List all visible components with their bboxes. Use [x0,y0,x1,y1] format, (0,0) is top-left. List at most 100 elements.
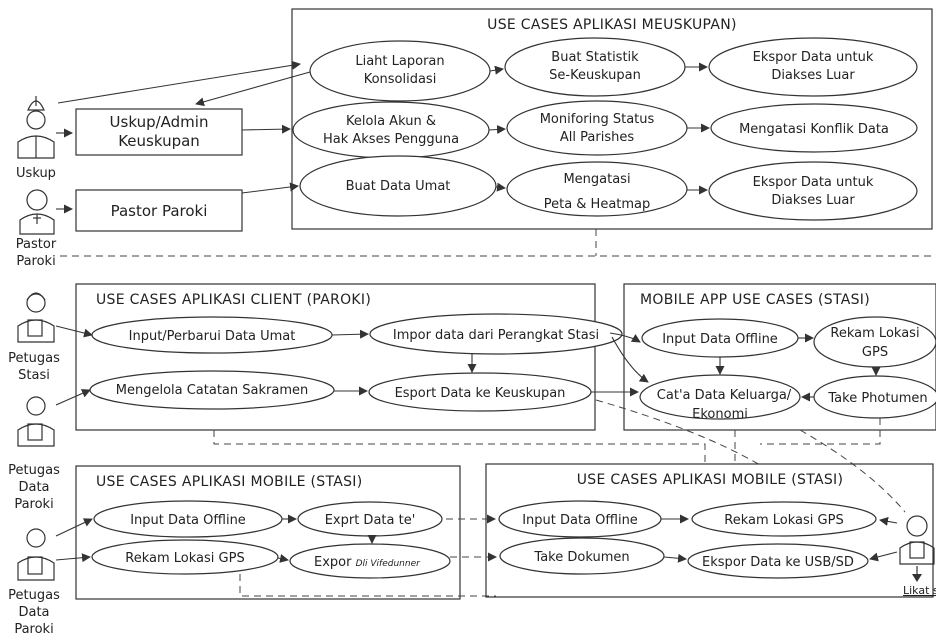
usecase-ekspor-data-luar-2-line1: Ekspor Data untuk [753,175,874,190]
role-box-uskup-admin[interactable] [75,108,243,156]
usecase-lihat-laporan-line1: Liaht Laporan [355,54,444,69]
usecase-mobile-input-offline-label: Input Data Offline [662,332,778,347]
usecase-left-expor[interactable] [289,543,451,579]
usecase-peta-heatmap-line2: Peta & Heatmap [544,197,651,212]
likat-sesi-actor-icon [899,515,935,582]
usecase-ekspor-data-luar-1-line2: Diakses Luar [771,68,855,83]
role-uskup-admin-line2: Keuskupan [118,132,200,150]
mobile-right-title: USE CASES APLIKASI MOBILE (STASI) [577,472,843,488]
actor-petugas-data-paroki-1-line1: Petugas [8,463,60,478]
usecase-peta-heatmap[interactable] [506,161,688,217]
usecase-ekspor-data-luar-1[interactable] [708,37,918,97]
usecase-left-input-offline-label: Input Data Offline [130,513,246,528]
arrow-pastor-to-buatumat [241,182,299,194]
arrow-left-gps-to-expor [277,554,289,563]
dashed-link-client-mobile [213,430,706,462]
role-box-pastor-paroki[interactable] [75,189,243,232]
arrow-paroki2-to-gps [55,553,91,563]
dashed-link-left-bottom [239,574,496,597]
usecase-ekspor-data-luar-2[interactable] [708,161,918,221]
actor-petugas-data-paroki-2-line2: Data [18,605,49,620]
usecase-take-photo-label: Take Photumen [827,391,927,406]
role-pastor-paroki-label: Pastor Paroki [111,202,208,220]
arrow-impor-to-catat [611,336,649,383]
arrow-impor-to-mobile [609,332,641,343]
usecase-buat-statistik[interactable] [504,37,686,97]
meuskupan-system-boundary [291,8,933,230]
actor-pastor-line2: Paroki [16,254,55,269]
usecase-kelola-akun[interactable] [292,101,490,159]
dashed-link-actor [799,429,906,513]
arrow-right-dokumen-to-usb [663,553,687,563]
arrow-lihat-to-admin [195,71,311,107]
usecase-lihat-laporan-line2: Konsolidasi [364,72,437,87]
actor-pastor-line1: Pastor [16,237,57,252]
mobile-left-system-boundary [75,465,461,600]
usecase-peta-heatmap-line1: Mengatasi [563,172,630,187]
usecase-right-ekspor-usb[interactable] [687,543,869,579]
usecase-catat-keluarga-line2: Ekonomi [692,407,748,422]
actor-petugas-data-paroki-2-line3: Paroki [14,622,53,637]
mobile-left-title: USE CASES APLIKASI MOBILE (STASI) [96,474,362,490]
usecase-esport-keuskupan-label: Esport Data ke Keuskupan [395,386,566,401]
role-uskup-admin-line1: Uskup/Admin [110,113,209,131]
usecase-mengatasi-konflik[interactable] [710,103,918,153]
arrow-buatumat-to-peta [495,182,506,192]
actor-petugas-data-paroki-2-line1: Petugas [8,588,60,603]
arrow-actor-to-right-usb [869,551,898,562]
usecase-left-rekam-gps-label: Rekam Lokasi GPS [125,551,244,566]
pastor-icon [19,189,55,235]
usecase-lihat-laporan[interactable] [309,40,491,102]
usecase-right-ekspor-usb-label: Ekspor Data ke USB/SD [702,555,854,570]
petugas-stasi-icon [17,292,55,343]
arrow-admin-to-kelola [241,124,291,134]
usecase-monitoring-status[interactable] [506,100,688,156]
usecase-monitoring-status-line1: Moniforing Status [540,112,655,127]
usecase-input-perbarui-umat-label: Input/Perbarui Data Umat [129,329,296,344]
usecase-left-expor-label: Expor Dli Vifedunner [314,555,421,570]
usecase-ekspor-data-luar-2-line2: Diakses Luar [771,193,855,208]
actor-petugas-data-paroki-1-line3: Paroki [14,497,53,512]
usecase-right-take-dokumen-label: Take Dokumen [533,550,629,565]
usecase-impor-data[interactable] [369,313,623,355]
arrow-paroki-to-sakramen [55,389,91,406]
usecase-left-exprt-data-label: Exprt Data te' [325,513,416,528]
usecase-catat-keluarga-line1: Cat'a Data Keluarga/ [657,388,792,403]
usecase-buat-statistik-line2: Se-Keuskupan [549,68,641,83]
usecase-ekspor-data-luar-1-line1: Ekspor Data untuk [753,50,874,65]
usecase-buat-data-umat[interactable] [299,155,497,217]
usecase-buat-data-umat-label: Buat Data Umat [346,179,451,194]
usecase-right-rekam-gps[interactable] [691,501,877,537]
usecase-catatan-sakramen-label: Mengelola Catatan Sakramen [116,383,308,398]
actor-likat-sesi-label: Likat sesi [903,584,936,597]
client-system-boundary [75,283,596,431]
usecase-catat-keluarga[interactable] [639,374,801,420]
actor-uskup-label: Uskup [16,166,56,181]
usecase-mobile-rekam-gps-line1: Rekam Lokasi [830,326,919,341]
arrow-paroki2-to-input [55,518,93,537]
usecase-right-take-dokumen[interactable] [499,537,665,575]
uskup-icon [17,96,55,159]
petugas-data-paroki-2-icon [17,528,55,581]
usecase-left-rekam-gps[interactable] [91,539,279,575]
usecase-kelola-akun-line2: Hak Akses Pengguna [323,132,459,147]
usecase-mengatasi-konflik-label: Mengatasi Konflik Data [739,122,889,137]
usecase-kelola-akun-line1: Kelola Akun & [346,114,436,129]
actor-petugas-stasi-line2: Stasi [18,368,50,383]
mobile-right-system-boundary [485,463,934,598]
actor-petugas-data-paroki-1-line2: Data [18,480,49,495]
actor-petugas-stasi-line1: Petugas [8,351,60,366]
mobile-app-title: MOBILE APP USE CASES (STASI) [640,292,870,308]
usecase-right-rekam-gps-label: Rekam Lokasi GPS [724,513,843,528]
client-title: USE CASES APLIKASI CLIENT (PAROKI) [96,292,371,308]
usecase-buat-statistik-line1: Buat Statistik [551,50,639,65]
arrow-stasi-to-input [55,325,93,338]
usecase-right-input-offline-label: Input Data Offline [522,513,638,528]
arrow-kelola-to-monitoring [488,125,506,134]
arrow-input-to-impor [331,329,369,339]
petugas-data-paroki-icon [17,396,55,447]
arrow-uskup-to-lihat [57,60,301,104]
usecase-impor-data-label: Impor data dari Perangkat Stasi [393,328,599,343]
dashed-link-photo [760,418,881,445]
